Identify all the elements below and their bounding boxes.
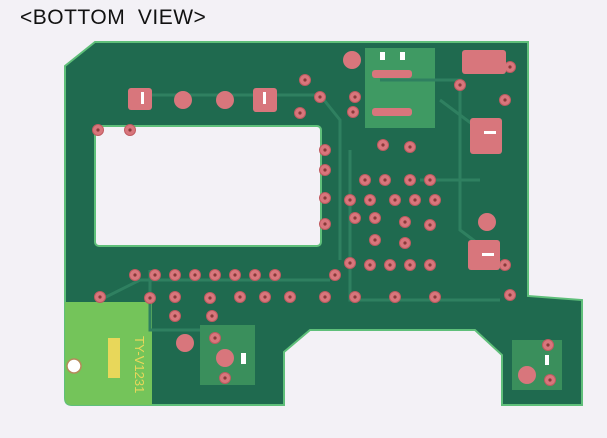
pad-hole — [428, 178, 432, 182]
smd-pad — [462, 50, 506, 74]
pad-hole — [433, 198, 437, 202]
pad-hole — [303, 78, 307, 82]
pad-hole — [353, 216, 357, 220]
pad-hole — [323, 148, 327, 152]
pad-hole — [193, 273, 197, 277]
smd-pad — [470, 118, 502, 154]
slot-hole — [263, 92, 266, 104]
pad-hole — [503, 98, 507, 102]
slot-hole — [484, 131, 496, 134]
pad-hole — [298, 111, 302, 115]
large-pad — [216, 91, 234, 109]
slot-hole — [141, 92, 144, 104]
pad-hole — [233, 273, 237, 277]
board-window-cutout — [94, 125, 322, 247]
pad-hole — [353, 295, 357, 299]
solder-pads — [92, 50, 556, 386]
pad-hole — [428, 263, 432, 267]
pad-hole — [173, 295, 177, 299]
pad-hole — [263, 295, 267, 299]
maker-logo — [108, 338, 120, 378]
pad-hole — [128, 128, 132, 132]
pad-hole — [351, 110, 355, 114]
slot-hole — [241, 353, 246, 364]
pad-hole — [98, 295, 102, 299]
pad-hole — [133, 273, 137, 277]
pad-hole — [548, 378, 552, 382]
slot-hole — [482, 253, 494, 256]
pad-hole — [96, 128, 100, 132]
pad-hole — [393, 198, 397, 202]
pad-hole — [253, 273, 257, 277]
pad-hole — [368, 198, 372, 202]
pad-hole — [428, 223, 432, 227]
pad-hole — [208, 296, 212, 300]
pad-hole — [363, 178, 367, 182]
pad-hole — [408, 178, 412, 182]
pad-hole — [333, 273, 337, 277]
pad-hole — [223, 376, 227, 380]
pad-hole — [393, 295, 397, 299]
pad-hole — [173, 273, 177, 277]
smd-pad — [372, 108, 412, 116]
pad-hole — [323, 196, 327, 200]
large-pad — [478, 213, 496, 231]
slot-hole — [380, 52, 385, 60]
pad-hole — [408, 145, 412, 149]
pad-hole — [318, 95, 322, 99]
pad-hole — [210, 314, 214, 318]
large-pad — [343, 51, 361, 69]
pad-hole — [383, 178, 387, 182]
pad-hole — [546, 343, 550, 347]
pad-hole — [503, 263, 507, 267]
pad-hole — [413, 198, 417, 202]
pad-hole — [323, 295, 327, 299]
slot-hole — [545, 355, 549, 365]
slot-hole — [400, 52, 405, 60]
pad-hole — [148, 296, 152, 300]
pad-hole — [238, 295, 242, 299]
pad-hole — [381, 143, 385, 147]
pad-hole — [348, 261, 352, 265]
mounting-hole — [66, 358, 82, 374]
large-pad — [216, 349, 234, 367]
pad-hole — [403, 241, 407, 245]
pad-hole — [323, 222, 327, 226]
large-pad — [518, 366, 536, 384]
large-pad — [176, 334, 194, 352]
pad-hole — [388, 263, 392, 267]
part-number-label: TY-V1231 — [132, 336, 147, 393]
pad-hole — [508, 293, 512, 297]
pad-hole — [373, 216, 377, 220]
pad-hole — [408, 263, 412, 267]
pad-hole — [348, 198, 352, 202]
pad-hole — [353, 95, 357, 99]
pad-hole — [508, 65, 512, 69]
pad-hole — [273, 273, 277, 277]
pad-hole — [213, 336, 217, 340]
smd-pad — [128, 88, 152, 110]
pad-hole — [213, 273, 217, 277]
view-title: <BOTTOM VIEW> — [20, 6, 207, 29]
pad-hole — [373, 238, 377, 242]
pad-hole — [153, 273, 157, 277]
pad-hole — [173, 314, 177, 318]
pad-hole — [288, 295, 292, 299]
pad-hole — [323, 168, 327, 172]
smd-pad — [372, 70, 412, 78]
large-pad — [174, 91, 192, 109]
pad-hole — [433, 295, 437, 299]
pad-hole — [368, 263, 372, 267]
pad-hole — [403, 220, 407, 224]
pad-hole — [458, 83, 462, 87]
